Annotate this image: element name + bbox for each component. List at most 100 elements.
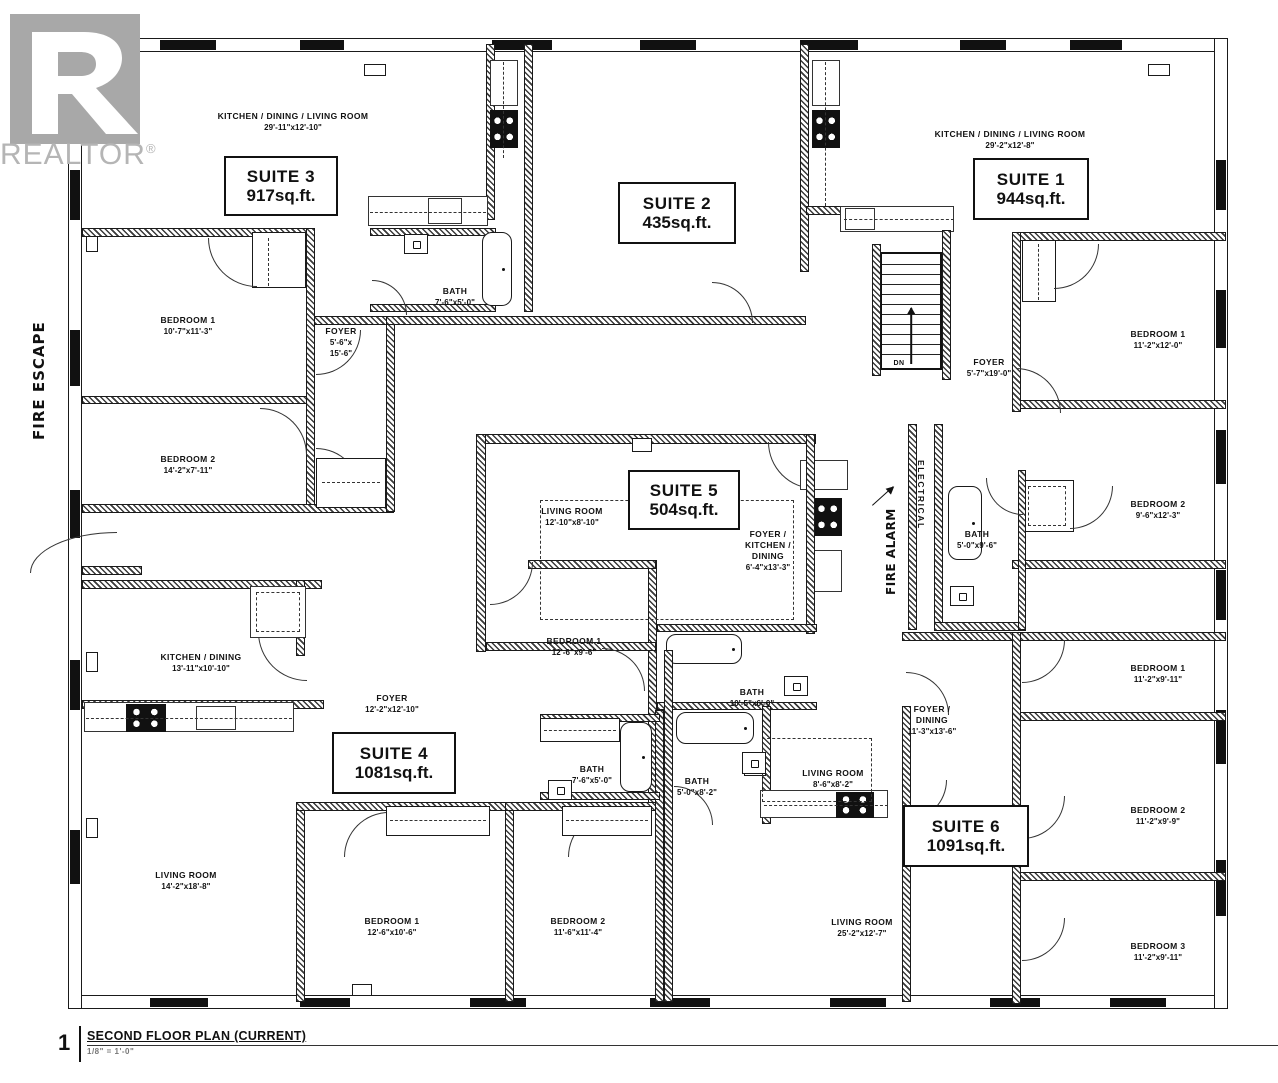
suite-4-name: SUITE 4	[359, 744, 429, 763]
room-label-s4-kd: KITCHEN / DINING 13'-11"x10'-10"	[160, 652, 242, 673]
window-right-3	[1216, 430, 1226, 484]
s3-fridge	[490, 60, 518, 106]
s4-bath-closet-dash	[544, 730, 616, 731]
window-bottom-2	[300, 998, 350, 1007]
door-s6-bed3	[1022, 918, 1065, 961]
room-label-s3-bed1: BEDROOM 1 10'-7"x11'-3"	[160, 315, 216, 336]
s1-bath-sink	[950, 586, 974, 606]
s5-tub	[666, 634, 742, 664]
room-label-s3-foyer: FOYER 5'-6"x 15'-6"	[325, 326, 357, 358]
suite-1-area: 944sq.ft.	[996, 189, 1066, 208]
s4-bed2-closet-dash	[566, 820, 648, 821]
room-label-s6-bed2: BEDROOM 2 11'-2"x9'-9"	[1130, 805, 1186, 826]
wall-s5-left	[476, 434, 486, 652]
window-frame-bottom-a	[352, 984, 372, 996]
s5-top-window	[632, 438, 652, 452]
room-label-s6-living: LIVING ROOM 25'-2"x12'-7"	[831, 917, 893, 938]
caption-rule	[87, 1045, 1278, 1047]
caption-scale: 1/8" = 1'-0"	[87, 1047, 135, 1056]
window-right-1	[1216, 160, 1226, 210]
room-label-s5-fkd: FOYER / KITCHEN / DINING 6'-4"x13'-3"	[744, 529, 792, 572]
window-bottom-5	[830, 998, 886, 1007]
window-frame-left-b	[86, 652, 98, 672]
room-label-s5-bed1: BEDROOM 1 12'-6"x9'-6"	[546, 636, 602, 657]
room-label-s4-bath: BATH 7'-6"x5'-0"	[571, 764, 613, 785]
suite-6-name: SUITE 6	[931, 817, 1001, 836]
suite-6-area: 1091sq.ft.	[926, 836, 1006, 855]
exterior-wall-right	[1214, 38, 1228, 1009]
window-top-6	[960, 40, 1006, 50]
s3-stove	[490, 110, 518, 148]
wall-stair-right	[942, 230, 951, 380]
wall-s5-bed-bottom	[486, 642, 656, 651]
door-s1-bath	[986, 478, 1023, 515]
suite-2-label-box: SUITE 2 435sq.ft.	[618, 182, 736, 244]
wall-s1-bed2-bottom	[1012, 560, 1226, 569]
window-right-5	[1216, 710, 1226, 764]
wall-mid-left-stub	[82, 566, 142, 575]
room-label-s3-kdl: KITCHEN / DINING / LIVING ROOM 29'-11"x1…	[217, 111, 369, 132]
s4-upper-cab	[250, 586, 306, 638]
suite-3-area: 917sq.ft.	[246, 186, 316, 205]
s3-foyer-closet	[316, 458, 386, 508]
caption-number: 1	[58, 1030, 71, 1055]
s6-sink-sm	[742, 752, 766, 774]
wall-s1-bath-bottom	[934, 622, 1026, 631]
suite-3-name: SUITE 3	[246, 167, 316, 186]
s4-counter	[84, 702, 294, 732]
s4-bath-sink	[548, 780, 572, 800]
s1-counter-dash	[844, 219, 954, 220]
wall-s5-bath-top	[657, 624, 817, 632]
s4-counter-dash	[86, 718, 292, 719]
suite-1-label-box: SUITE 1 944sq.ft.	[973, 158, 1089, 220]
s1-fridge	[812, 60, 840, 106]
room-label-s6-bed1: BEDROOM 1 11'-2"x9'-11"	[1130, 663, 1186, 684]
window-right-2	[1216, 290, 1226, 348]
s1-appliance-dash	[825, 62, 826, 206]
window-frame-top-a	[364, 64, 386, 76]
suite-4-area: 1081sq.ft.	[354, 763, 434, 782]
door-s6-bed1	[1022, 640, 1065, 683]
suite-6-label-box: SUITE 6 1091sq.ft.	[903, 805, 1029, 867]
door-s4-bed1	[344, 812, 389, 857]
suite-5-label-box: SUITE 5 504sq.ft.	[628, 470, 740, 530]
window-frame-top-b	[1148, 64, 1170, 76]
window-left-2	[70, 330, 80, 386]
s6-counter-dash	[764, 805, 888, 806]
room-label-s1-kdl: KITCHEN / DINING / LIVING ROOM 29'-2"x12…	[934, 129, 1086, 150]
stair-direction-label: DN	[893, 360, 905, 367]
room-label-s1-bath: BATH 5'-0"x9'-6"	[956, 529, 998, 550]
s4-tub	[620, 722, 652, 792]
wall-s3-foyer-right	[386, 320, 395, 512]
wall-s1-foyer-left	[908, 424, 917, 630]
s3-foyer-closet-dash	[322, 482, 380, 483]
wall-s6-left	[664, 650, 673, 1002]
wall-stair-left	[872, 244, 881, 376]
wall-s4-top	[82, 580, 322, 589]
suite-3-label-box: SUITE 3 917sq.ft.	[224, 156, 338, 216]
s4-bed1-closet-dash	[390, 820, 486, 821]
suite-5-name: SUITE 5	[649, 481, 719, 500]
fire-alarm-annotation: FIRE ALARM	[884, 508, 898, 595]
s4-bed2-closet	[562, 806, 652, 836]
wall-s2-bath-bottom	[370, 304, 496, 312]
window-bottom-7	[1110, 998, 1166, 1007]
wall-s2-right	[524, 44, 533, 312]
room-label-s1-bed2: BEDROOM 2 9'-6"x12'-3"	[1130, 499, 1186, 520]
room-label-s2-bath: BATH 7'-6"x5'-0"	[434, 286, 476, 307]
door-s1-bed1	[1054, 244, 1099, 289]
wall-s1-left	[800, 44, 809, 272]
wall-s3-bed-divider	[82, 396, 314, 404]
suite-2-area: 435sq.ft.	[642, 213, 712, 232]
wall-s5-bath-bottom	[657, 702, 817, 710]
suite-2-name: SUITE 2	[642, 194, 712, 213]
wall-s4-bath-bottom	[540, 792, 660, 800]
window-left-1	[70, 170, 80, 220]
room-label-s4-foyer: FOYER 12'-2"x12'-10"	[365, 693, 419, 714]
s1-bed2-closet-dash	[1028, 486, 1066, 526]
window-right-6	[1216, 860, 1226, 916]
fire-alarm-arrow	[872, 486, 894, 507]
s1-bed1-closet	[1022, 240, 1056, 302]
s4-cab-dash	[256, 592, 300, 632]
